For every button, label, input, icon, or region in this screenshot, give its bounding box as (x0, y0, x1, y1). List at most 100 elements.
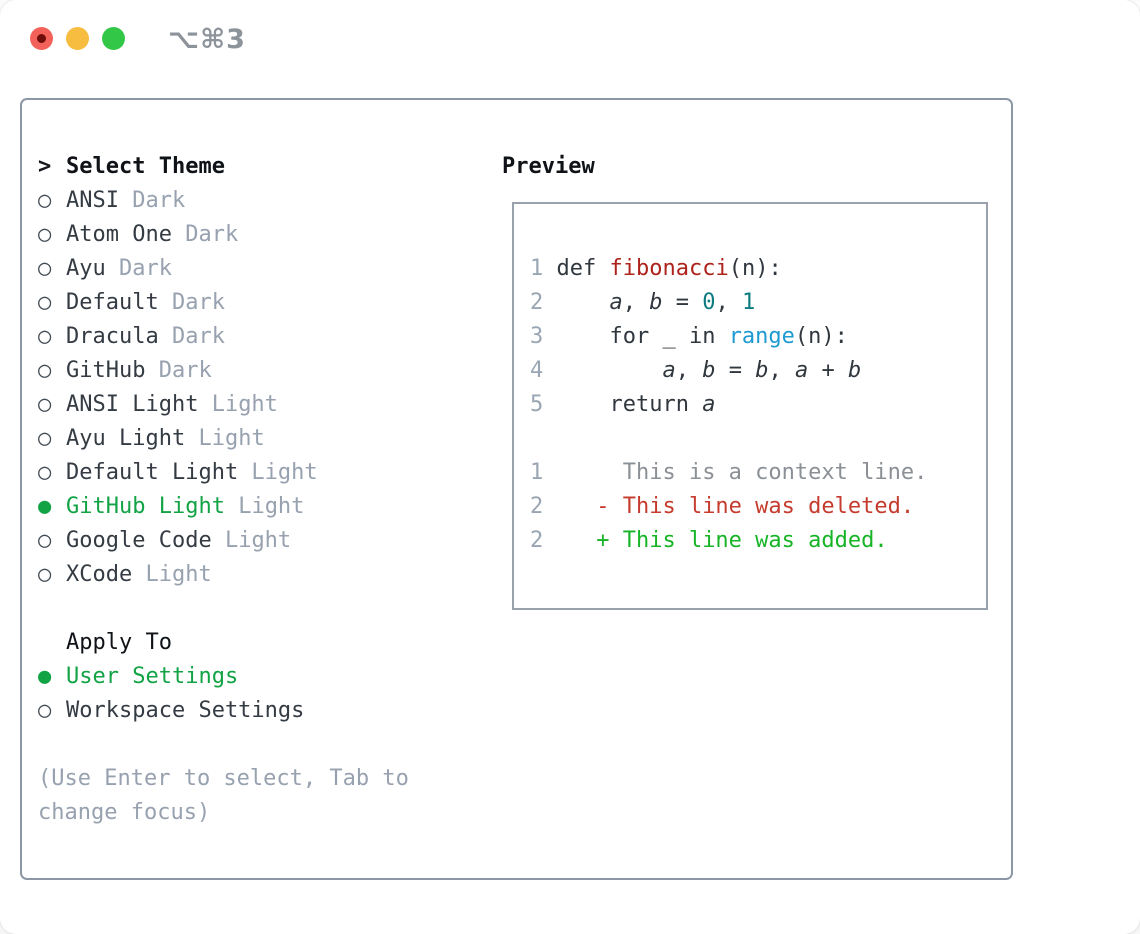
theme-variant-label: Dark (118, 188, 186, 213)
apply-option[interactable]: ○ Workspace Settings (38, 694, 304, 728)
theme-option[interactable]: ○Default Light Light (38, 456, 318, 490)
code-line: 5 return a (530, 388, 986, 422)
line-number: 1 (530, 460, 544, 485)
keyboard-hint: (Use Enter to select, Tab to change focu… (38, 762, 409, 830)
close-button-icon[interactable] (30, 27, 53, 50)
code-line: 4 a, b = b, a + b (530, 354, 986, 388)
code-token: - This line was deleted. (543, 494, 915, 519)
theme-option-label: ANSI Light (66, 392, 199, 417)
code-line: 1 def fibonacci(n): (530, 252, 986, 286)
line-number: 1 (530, 256, 544, 281)
theme-option[interactable]: ○XCode Light (38, 558, 318, 592)
code-token (543, 290, 609, 315)
line-number: 5 (530, 392, 544, 417)
code-token: def (543, 256, 610, 281)
theme-variant-label: Light (185, 426, 265, 451)
theme-picker-panel: >Select Theme ○ANSI Dark○Atom One Dark○A… (20, 98, 1013, 880)
theme-option-label: GitHub (66, 358, 146, 383)
theme-variant-label: Dark (145, 358, 212, 383)
prompt-icon: > (38, 154, 52, 179)
theme-variant-label: Light (224, 494, 305, 519)
code-token: = (662, 290, 703, 315)
theme-option-label: Google Code (66, 528, 212, 553)
theme-option[interactable]: ○Atom One Dark (38, 218, 318, 252)
theme-list-header-row: >Select Theme (38, 150, 318, 184)
code-line: 2 - This line was deleted. (530, 490, 986, 524)
code-token: , (715, 290, 742, 315)
theme-variant-label: Light (198, 392, 278, 417)
line-number: 4 (530, 358, 544, 383)
apply-option-label: Workspace Settings (66, 698, 305, 723)
radio-icon: ○ (38, 562, 52, 587)
code-token: fibonacci (609, 256, 729, 281)
theme-variant-label: Dark (171, 222, 239, 247)
radio-icon: ○ (38, 290, 52, 315)
radio-icon: ○ (38, 392, 52, 417)
radio-icon: ○ (38, 426, 52, 451)
apply-option[interactable]: ●User Settings (38, 660, 304, 694)
line-number: 2 (530, 528, 544, 553)
code-token: + This line was added. (543, 528, 888, 553)
code-token: b (649, 290, 663, 315)
code-token: for _ in (543, 324, 729, 349)
theme-option[interactable]: ○ GitHub Dark (38, 354, 318, 388)
code-token: This is a context line. (543, 460, 928, 485)
line-number: 2 (530, 290, 544, 315)
theme-option-label: Ayu (66, 256, 106, 281)
radio-icon: ○ (38, 528, 52, 553)
radio-icon: ○ (38, 324, 52, 349)
code-token (543, 358, 662, 383)
theme-option-label: ANSI (66, 188, 119, 213)
line-number: 2 (530, 494, 544, 519)
theme-option[interactable]: ● GitHub Light Light (38, 490, 318, 524)
preview-title: Preview (502, 154, 595, 179)
radio-icon: ● (38, 664, 52, 689)
radio-icon: ○ (38, 358, 52, 383)
window-shortcut-label: ⌥⌘3 (168, 24, 246, 55)
code-token: 0 (702, 290, 716, 315)
theme-option-label: GitHub Light (66, 494, 225, 519)
line-number: 3 (530, 324, 544, 349)
radio-icon: ○ (38, 256, 52, 281)
code-line: 2 a, b = 0, 1 (530, 286, 986, 320)
theme-variant-label: Dark (158, 290, 225, 315)
theme-option-label: Ayu Light (66, 426, 186, 451)
theme-option[interactable]: ○ANSI Dark (38, 184, 318, 218)
theme-variant-label: Light (238, 460, 318, 485)
code-line: 1 This is a context line. (530, 456, 986, 490)
hint-line-1: (Use Enter to select, Tab to (38, 766, 409, 791)
code-line: 2 + This line was added. (530, 524, 986, 558)
theme-option-label: Default (66, 290, 159, 315)
radio-icon: ○ (38, 698, 52, 723)
theme-variant-label: Light (211, 528, 292, 553)
apply-to-section: Apply To ●User Settings ○ Workspace Settin… (38, 626, 304, 728)
theme-option[interactable]: ○ Ayu Dark (38, 252, 318, 286)
minimize-button-icon[interactable] (66, 27, 89, 50)
code-token: b (702, 358, 716, 383)
theme-list: >Select Theme ○ANSI Dark○Atom One Dark○A… (38, 150, 318, 592)
theme-option[interactable]: ○ ANSI Light Light (38, 388, 318, 422)
apply-to-title: Apply To (66, 630, 172, 655)
code-token: (n): (794, 324, 848, 349)
titlebar: ⌥⌘3 (0, 0, 1140, 76)
theme-variant-label: Dark (158, 324, 225, 349)
radio-icon: ○ (38, 460, 52, 485)
hint-line-2: change focus) (38, 800, 211, 825)
theme-option[interactable]: ○ Dracula Dark (38, 320, 318, 354)
theme-variant-label: Dark (105, 256, 172, 281)
code-token: , (622, 290, 650, 315)
spacer (38, 626, 66, 660)
theme-option[interactable]: ○ Default Dark (38, 286, 318, 320)
theme-option[interactable]: ○ Ayu Light Light (38, 422, 318, 456)
code-token: return (543, 392, 703, 417)
code-token: a (609, 290, 623, 315)
code-token: b (755, 358, 769, 383)
theme-option-label: Dracula (66, 324, 159, 349)
apply-to-header-row: Apply To (38, 626, 304, 660)
radio-icon: ● (38, 494, 52, 519)
zoom-button-icon[interactable] (102, 27, 125, 50)
theme-variant-label: Light (132, 562, 212, 587)
theme-option[interactable]: ○ Google Code Light (38, 524, 318, 558)
